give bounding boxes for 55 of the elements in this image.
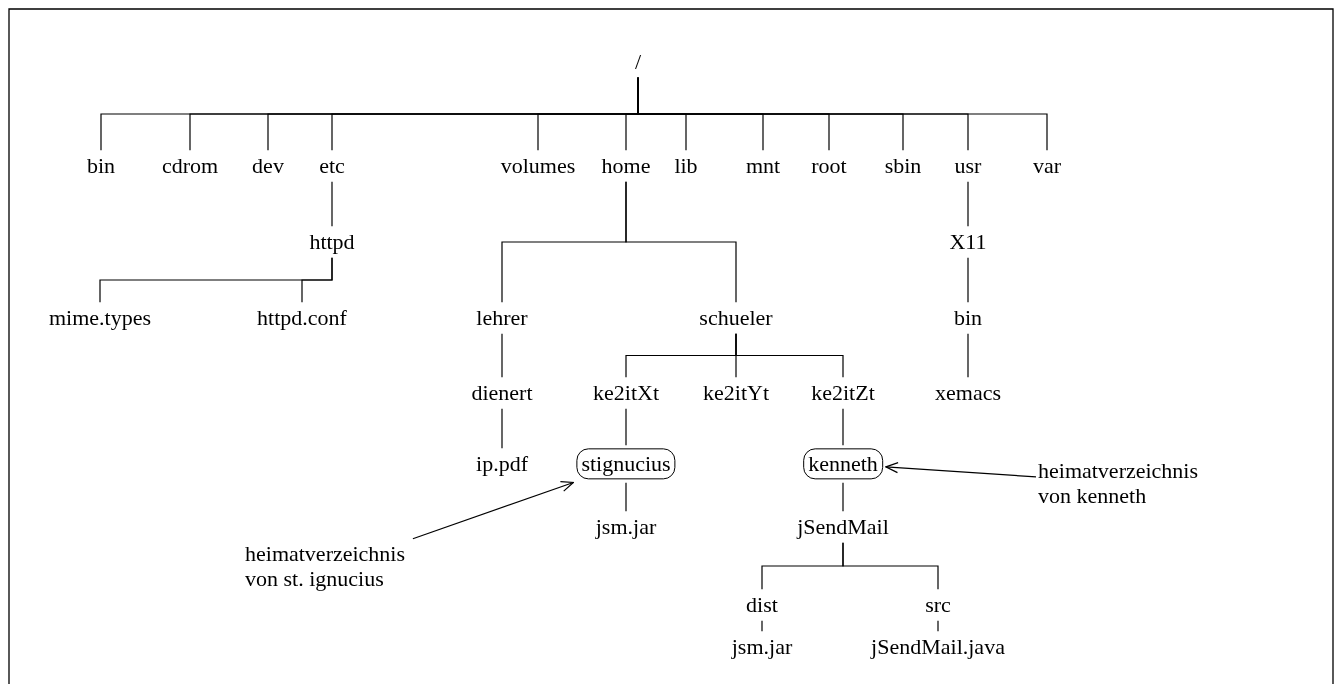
- folder-label: jSendMail.java: [871, 634, 1005, 660]
- tree-connector: [967, 257, 969, 303]
- folder-label: ke2itXt: [593, 380, 659, 406]
- folder-label: jSendMail: [797, 514, 889, 540]
- folder-label: X11: [949, 229, 987, 255]
- tree-connector: [761, 620, 763, 632]
- folder-label: src: [925, 592, 951, 618]
- folder-label: root: [811, 153, 847, 179]
- folder-label: bin: [86, 153, 116, 179]
- folder-label: volumes: [500, 153, 576, 179]
- pointer-arrow: [412, 481, 574, 540]
- tree-connector: [625, 408, 627, 446]
- folder-label: home: [601, 153, 651, 179]
- folder-label: lehrer: [476, 305, 528, 331]
- folder-label: bin: [953, 305, 983, 331]
- tree-connector: [967, 181, 969, 227]
- folder-label: var: [1032, 153, 1062, 179]
- pointer-arrow: [885, 462, 1037, 478]
- folder-label: httpd.conf: [257, 305, 347, 331]
- folder-label: ke2itYt: [703, 380, 769, 406]
- tree-connector: [842, 408, 844, 446]
- tree-connector: [967, 333, 969, 378]
- tree-connector: [501, 408, 503, 449]
- folder-label: schueler: [699, 305, 773, 331]
- folder-label: httpd: [309, 229, 355, 255]
- annotation-text: heimatverzeichnis von st. ignucius: [245, 540, 425, 592]
- tree-connector: [842, 542, 939, 590]
- tree-connector: [501, 333, 503, 378]
- folder-label: mnt: [745, 153, 781, 179]
- folder-label: dist: [746, 592, 778, 618]
- highlighted-folder-box: stignucius: [576, 448, 676, 480]
- folder-label: usr: [954, 153, 982, 179]
- folder-label: dienert: [471, 380, 533, 406]
- tree-connector: [301, 257, 333, 303]
- highlighted-folder-box: kenneth: [803, 448, 883, 480]
- folder-label: jsm.jar: [731, 634, 793, 660]
- tree-connector: [735, 333, 844, 378]
- tree-connector: [842, 482, 844, 512]
- folder-label: dev: [252, 153, 284, 179]
- tree-connector: [625, 181, 737, 303]
- folder-label: cdrom: [161, 153, 219, 179]
- tree-connector: [937, 620, 939, 632]
- tree-connector: [637, 77, 1048, 151]
- folder-label: ip.pdf: [476, 451, 528, 477]
- folder-label: ke2itZt: [811, 380, 875, 406]
- annotation-text: heimatverzeichnis von kenneth: [1038, 457, 1218, 509]
- folder-label: xemacs: [935, 380, 1001, 406]
- folder-label: /: [634, 49, 642, 75]
- folder-label: etc: [319, 153, 345, 179]
- folder-label: sbin: [884, 153, 922, 179]
- folder-label: mime.types: [49, 305, 151, 331]
- folder-label: lib: [674, 153, 698, 179]
- tree-connector: [625, 482, 627, 512]
- folder-label: jsm.jar: [595, 514, 657, 540]
- tree-connector: [331, 181, 333, 227]
